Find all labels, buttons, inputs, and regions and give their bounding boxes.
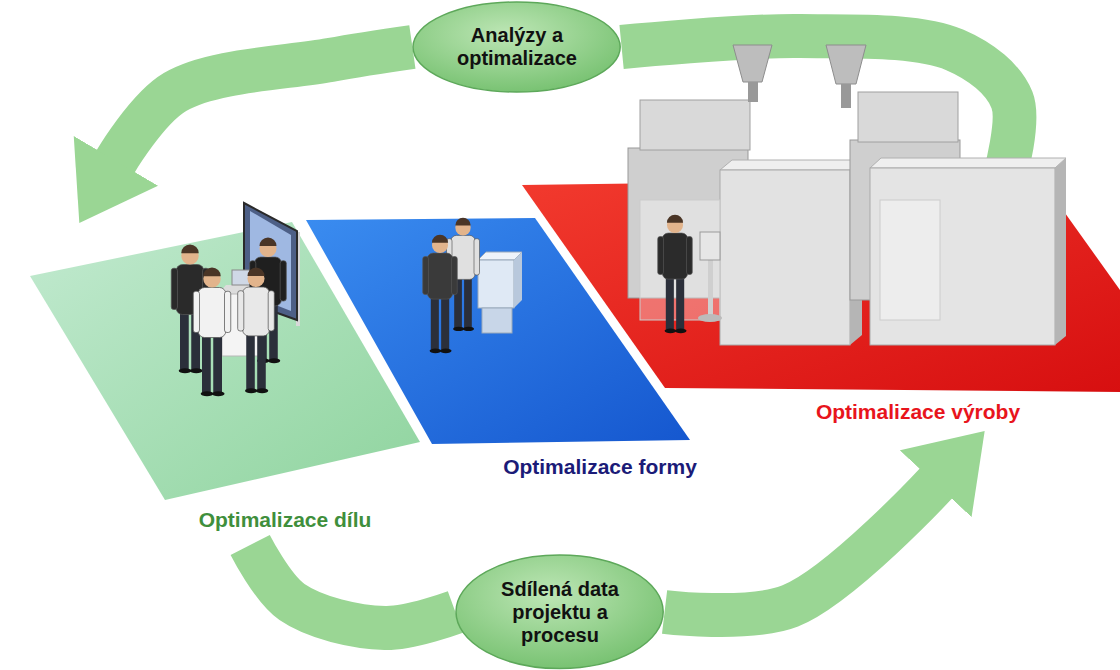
operator-figure	[698, 314, 722, 322]
cycle-arrow	[115, 47, 412, 162]
design-team-figure	[222, 294, 262, 356]
floor-panel-shape	[515, 175, 1120, 438]
production-floor-panel: Optimalizace výroby	[515, 175, 1120, 438]
design-team-figure	[250, 238, 287, 364]
molding-machine-figure	[733, 45, 772, 82]
molding-machine-figure	[841, 84, 851, 108]
mold-team-figure	[447, 218, 480, 331]
molding-machine-figure	[858, 92, 958, 142]
ellipse-label: Sdílená data projektu a procesu	[490, 578, 630, 647]
molding-machine-figure	[720, 170, 850, 345]
operator-figure	[658, 215, 693, 333]
molding-machine-figure	[870, 168, 1055, 345]
molding-machine-figure	[850, 160, 862, 345]
floor-panel-shape	[522, 178, 1120, 392]
ellipse-shape	[413, 2, 620, 92]
mold-team-figure	[423, 218, 522, 353]
cycle-arrow	[250, 545, 455, 628]
molding-machine-figure	[628, 45, 1066, 345]
operator-figure	[700, 232, 720, 260]
panel-label: Optimalizace formy	[503, 455, 697, 479]
mold-team-figure	[478, 252, 522, 260]
molding-machine-figure	[826, 45, 866, 84]
molding-machine-figure	[870, 158, 1066, 168]
molding-machine-figure	[720, 160, 862, 170]
mold-team-figure	[514, 252, 522, 308]
mold-team-figure	[482, 308, 512, 333]
design-team-figure	[244, 203, 297, 320]
design-team-figure	[218, 285, 270, 294]
cycle-arrow	[622, 36, 1015, 175]
shared-data-ellipse: Sdílená data projektu a procesu	[455, 554, 664, 670]
mold-team-figure	[478, 260, 514, 308]
design-team-figure	[232, 270, 252, 285]
design-team-figure	[296, 232, 300, 326]
panel-label: Optimalizace výroby	[816, 400, 1020, 424]
molding-machine-figure	[748, 82, 758, 102]
design-team-figure	[250, 211, 291, 311]
operator-figure	[658, 215, 722, 333]
molding-machine-figure	[640, 200, 720, 320]
molding-machine-figure	[640, 100, 750, 150]
operator-figure	[708, 255, 713, 317]
molding-machine-figure	[1055, 158, 1066, 345]
molding-machine-figure	[628, 148, 748, 298]
molding-machine-figure	[850, 140, 960, 300]
ellipse-label: Analýzy a optimalizace	[447, 24, 587, 70]
analysis-ellipse: Analýzy a optimalizace	[412, 1, 621, 93]
design-team-figure	[171, 245, 209, 374]
design-team-figure	[238, 268, 275, 394]
design-team-figure	[193, 268, 231, 397]
molding-machine-figure	[880, 200, 940, 320]
cycle-arrow	[665, 483, 937, 615]
mold-team-figure	[423, 235, 458, 353]
panel-label: Optimalizace dílu	[199, 508, 372, 532]
ellipse-shape	[456, 555, 663, 669]
design-team-figure	[171, 203, 298, 396]
